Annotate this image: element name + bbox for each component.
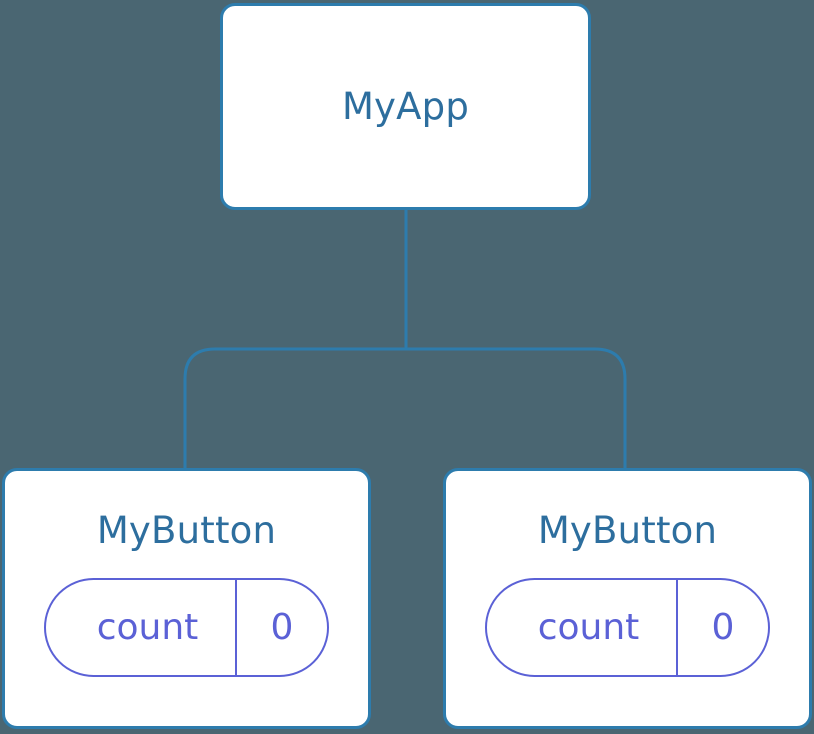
- state-pill[interactable]: count 0: [44, 578, 329, 677]
- node-title: MyButton: [96, 509, 277, 552]
- state-key: count: [96, 606, 199, 648]
- state-value: 0: [711, 606, 735, 648]
- node-mybutton-left[interactable]: MyButton count 0: [2, 468, 371, 729]
- state-key: count: [537, 606, 640, 648]
- state-pill[interactable]: count 0: [485, 578, 770, 677]
- node-myapp[interactable]: MyApp: [220, 3, 591, 210]
- node-title: MyButton: [537, 509, 718, 552]
- state-divider: [676, 580, 678, 675]
- state-value: 0: [270, 606, 294, 648]
- edge-root-to-child-left: [183, 347, 406, 470]
- edge-root-to-child-right: [406, 347, 627, 470]
- node-mybutton-right[interactable]: MyButton count 0: [443, 468, 812, 729]
- node-title: MyApp: [341, 85, 470, 128]
- state-divider: [235, 580, 237, 675]
